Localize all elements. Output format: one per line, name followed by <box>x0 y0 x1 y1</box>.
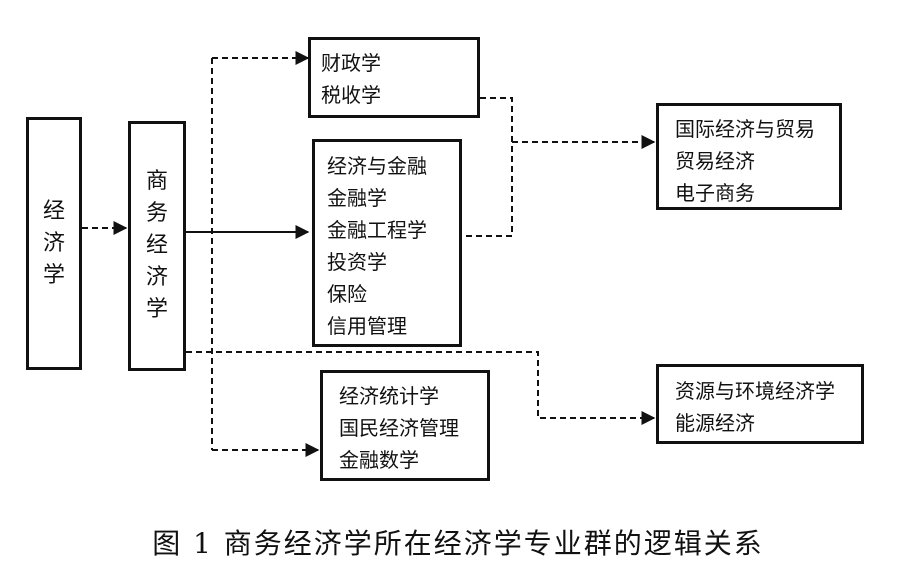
arrow-to-resource <box>186 351 656 425</box>
list-item: 金融数学 <box>339 448 419 472</box>
resource-group-items: 资源与环境经济学 能源经济 <box>675 375 835 439</box>
economics-label: 经 济 学 <box>42 198 65 288</box>
list-item: 国际经济与贸易 <box>675 117 815 141</box>
statistics-group-items: 经济统计学 国民经济管理 金融数学 <box>339 380 459 476</box>
trade-group-items: 国际经济与贸易 贸易经济 电子商务 <box>675 113 815 209</box>
list-item: 信用管理 <box>327 314 407 338</box>
finance-group-box: 经济与金融 金融学 金融工程学 投资学 保险 信用管理 <box>312 139 462 347</box>
list-item: 国民经济管理 <box>339 416 459 440</box>
list-item: 财政学 <box>321 51 381 75</box>
economics-box: 经 济 学 <box>26 117 82 370</box>
statistics-group-box: 经济统计学 国民经济管理 金融数学 <box>320 370 490 481</box>
finance-group-items: 经济与金融 金融学 金融工程学 投资学 保险 信用管理 <box>327 150 427 342</box>
list-item: 资源与环境经济学 <box>675 379 835 403</box>
business-economics-label: 商 务 经 济 学 <box>145 169 168 322</box>
list-item: 金融工程学 <box>327 218 427 242</box>
list-item: 税收学 <box>321 83 381 107</box>
list-item: 经济与金融 <box>327 154 427 178</box>
list-item: 能源经济 <box>675 411 755 435</box>
list-item: 贸易经济 <box>675 149 755 173</box>
public-finance-items: 财政学 税收学 <box>321 47 381 111</box>
figure-caption: 图 1 商务经济学所在经济学专业群的逻辑关系 <box>152 527 764 560</box>
list-item: 投资学 <box>327 250 387 274</box>
business-economics-box: 商 务 经 济 学 <box>128 121 186 371</box>
trade-group-box: 国际经济与贸易 贸易经济 电子商务 <box>656 103 842 210</box>
list-item: 电子商务 <box>675 181 755 205</box>
resource-group-box: 资源与环境经济学 能源经济 <box>656 364 864 444</box>
list-item: 经济统计学 <box>339 384 439 408</box>
link-public-finance-right <box>464 97 513 237</box>
public-finance-box: 财政学 税收学 <box>308 37 480 118</box>
list-item: 金融学 <box>327 186 387 210</box>
list-item: 保险 <box>327 282 367 306</box>
